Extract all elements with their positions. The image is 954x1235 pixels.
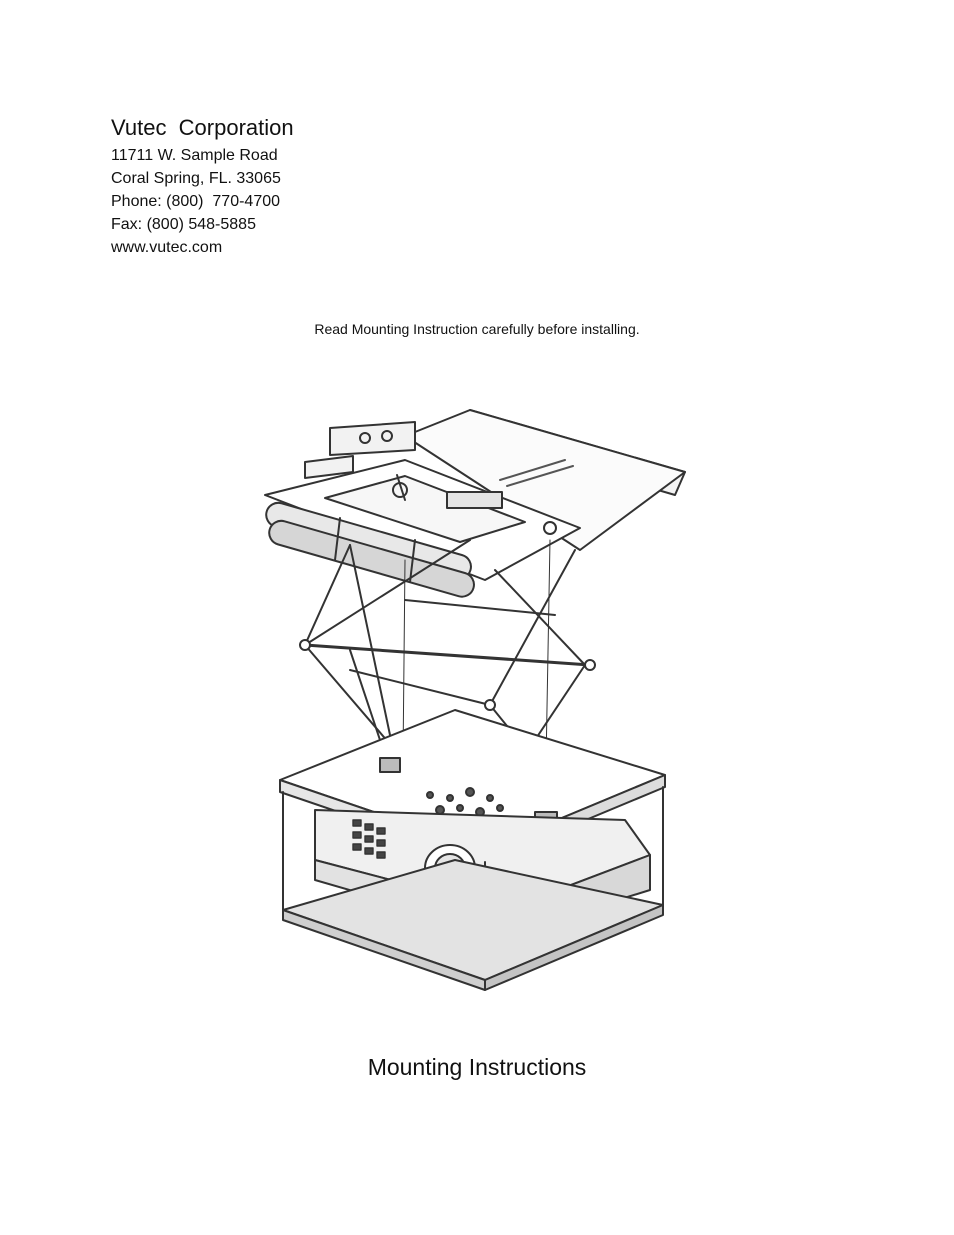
phone-number: Phone: (800) 770-4700 <box>111 193 281 210</box>
street-address: 11711 W. Sample Road <box>111 147 278 164</box>
fax-number: Fax: (800) 548-5885 <box>111 216 256 233</box>
installation-notice: Read Mounting Instruction carefully befo… <box>314 321 640 337</box>
city-state-zip: Coral Spring, FL. 33065 <box>111 170 281 187</box>
website-url: www.vutec.com <box>111 239 223 256</box>
document-title: Mounting Instructions <box>367 1054 587 1080</box>
company-name: Vutec Corporation <box>111 115 294 140</box>
projector-lift-illustration <box>255 400 705 1000</box>
company-header: Vutec Corporation 11711 W. Sample Road C… <box>111 114 294 259</box>
